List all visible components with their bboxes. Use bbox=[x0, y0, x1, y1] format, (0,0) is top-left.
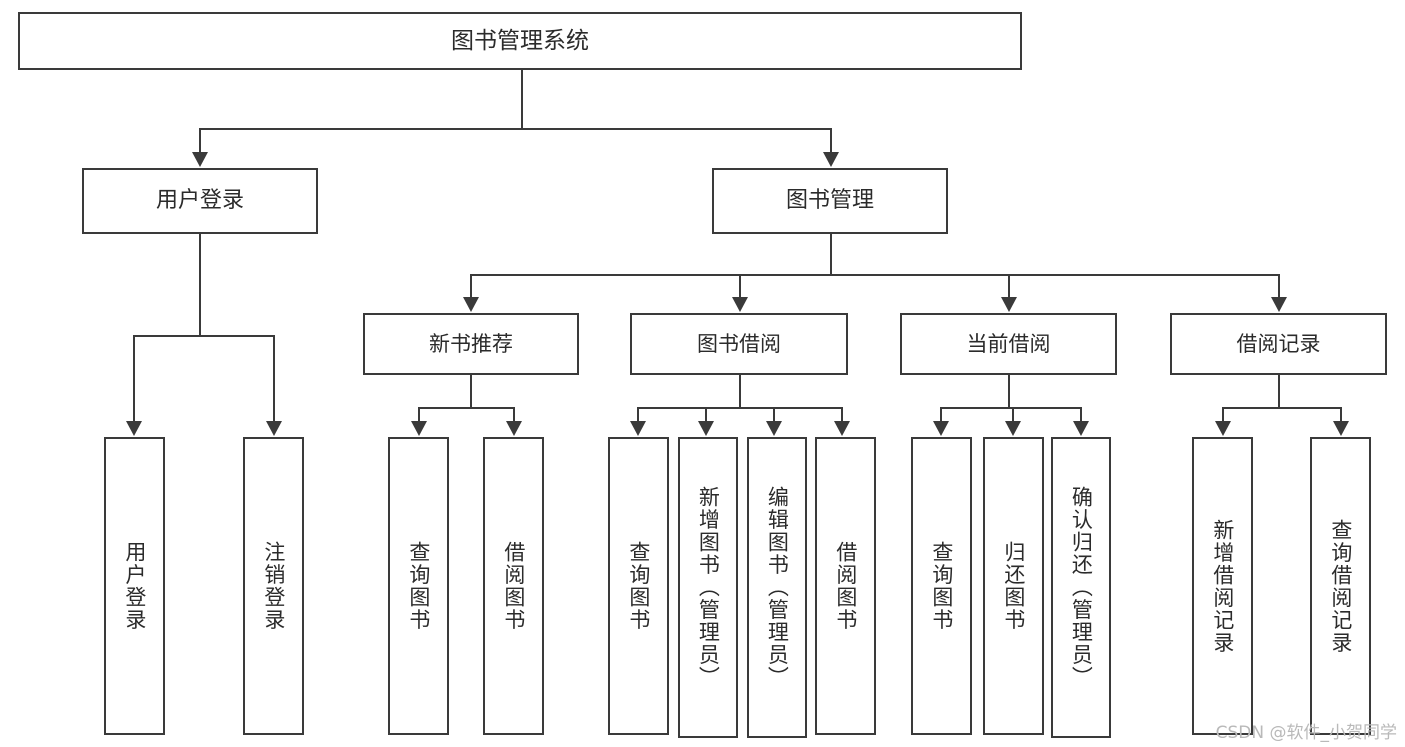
node-label: 编辑图书（管理员） bbox=[765, 486, 790, 689]
node-new-book-recommend[interactable]: 新书推荐 bbox=[363, 313, 579, 375]
connector-book-borrow-bus bbox=[637, 407, 841, 409]
connector-borrow-to-leaf-3 bbox=[773, 407, 775, 422]
connector-root-stem bbox=[521, 70, 523, 128]
connector-records-to-leaf-2 bbox=[1340, 407, 1342, 422]
arrowhead-borrow-to-leaf-4 bbox=[834, 421, 850, 436]
connector-root-to-book-manage bbox=[830, 128, 832, 153]
leaf-logout[interactable]: 注销登录 bbox=[243, 437, 304, 735]
arrowhead-borrow-to-leaf-1 bbox=[630, 421, 646, 436]
leaf-confirm-return-admin[interactable]: 确认归还（管理员） bbox=[1051, 437, 1111, 738]
connector-current-to-leaf-1 bbox=[940, 407, 942, 422]
connector-new-books-bus bbox=[418, 407, 514, 409]
arrowhead-bm-to-current-borrow bbox=[1001, 297, 1017, 312]
connector-current-borrow-stem bbox=[1008, 375, 1010, 407]
arrowhead-new-books-to-leaf-1 bbox=[411, 421, 427, 436]
node-current-borrow[interactable]: 当前借阅 bbox=[900, 313, 1117, 375]
node-book-borrow[interactable]: 图书借阅 bbox=[630, 313, 848, 375]
node-label: 当前借阅 bbox=[966, 331, 1051, 356]
arrowhead-borrow-to-leaf-3 bbox=[766, 421, 782, 436]
node-label: 借阅图书 bbox=[833, 541, 858, 631]
connector-new-books-stem bbox=[470, 375, 472, 407]
arrowhead-bm-to-records bbox=[1271, 297, 1287, 312]
connector-root-bus bbox=[199, 128, 832, 130]
arrowhead-new-books-to-leaf-2 bbox=[506, 421, 522, 436]
arrowhead-borrow-to-leaf-2 bbox=[698, 421, 714, 436]
arrowhead-root-to-user-login bbox=[192, 152, 208, 167]
leaf-query-books-current[interactable]: 查询图书 bbox=[911, 437, 972, 735]
connector-user-login-stem bbox=[199, 234, 201, 335]
node-label: 注销登录 bbox=[261, 541, 286, 631]
connector-book-management-stem bbox=[830, 234, 832, 274]
leaf-add-book-admin[interactable]: 新增图书（管理员） bbox=[678, 437, 738, 738]
arrowhead-bm-to-new-books bbox=[463, 297, 479, 312]
node-label: 查询图书 bbox=[626, 541, 651, 631]
leaf-return-books[interactable]: 归还图书 bbox=[983, 437, 1044, 735]
node-label: 新书推荐 bbox=[429, 331, 513, 356]
node-label: 查询图书 bbox=[406, 541, 431, 631]
node-label: 借阅图书 bbox=[501, 541, 526, 631]
arrowhead-records-to-leaf-2 bbox=[1333, 421, 1349, 436]
node-borrow-records[interactable]: 借阅记录 bbox=[1170, 313, 1387, 375]
node-label: 图书管理 bbox=[785, 188, 874, 214]
arrowhead-current-to-leaf-3 bbox=[1073, 421, 1089, 436]
connector-new-books-to-leaf-2 bbox=[513, 407, 515, 422]
leaf-query-books-borrow[interactable]: 查询图书 bbox=[608, 437, 669, 735]
arrowhead-root-to-book-manage bbox=[823, 152, 839, 167]
connector-user-login-to-leaf-2 bbox=[273, 335, 275, 422]
node-label: 用户登录 bbox=[122, 541, 147, 631]
connector-borrow-to-leaf-4 bbox=[841, 407, 843, 422]
node-label: 查询借阅记录 bbox=[1328, 518, 1353, 654]
node-label: 确认归还（管理员） bbox=[1069, 486, 1094, 689]
connector-new-books-to-leaf-1 bbox=[418, 407, 420, 422]
connector-user-login-to-leaf-1 bbox=[133, 335, 135, 422]
connector-records-to-leaf-1 bbox=[1222, 407, 1224, 422]
connector-root-to-user-login bbox=[199, 128, 201, 153]
leaf-query-borrow-record[interactable]: 查询借阅记录 bbox=[1310, 437, 1371, 735]
leaf-add-borrow-record[interactable]: 新增借阅记录 bbox=[1192, 437, 1253, 735]
node-label: 查询图书 bbox=[929, 541, 954, 631]
node-label: 新增图书（管理员） bbox=[696, 486, 721, 689]
node-label: 图书借阅 bbox=[697, 331, 781, 356]
node-label: 归还图书 bbox=[1001, 541, 1026, 631]
arrowhead-user-login-to-leaf-2 bbox=[266, 421, 282, 436]
node-book-management[interactable]: 图书管理 bbox=[712, 168, 948, 234]
node-system-root[interactable]: 图书管理系统 bbox=[18, 12, 1022, 70]
connector-bm-to-current-borrow bbox=[1008, 274, 1010, 298]
leaf-borrow-books-recommend[interactable]: 借阅图书 bbox=[483, 437, 544, 735]
node-label: 用户登录 bbox=[155, 188, 244, 214]
leaf-edit-book-admin[interactable]: 编辑图书（管理员） bbox=[747, 437, 807, 738]
node-label: 借阅记录 bbox=[1236, 331, 1321, 356]
connector-current-borrow-bus bbox=[940, 407, 1080, 409]
arrowhead-current-to-leaf-1 bbox=[933, 421, 949, 436]
connector-current-to-leaf-3 bbox=[1080, 407, 1082, 422]
node-label: 图书管理系统 bbox=[451, 27, 589, 54]
connector-bm-to-borrow bbox=[739, 274, 741, 298]
connector-book-management-bus bbox=[470, 274, 1278, 276]
connector-records-bus bbox=[1222, 407, 1340, 409]
arrowhead-records-to-leaf-1 bbox=[1215, 421, 1231, 436]
leaf-user-login[interactable]: 用户登录 bbox=[104, 437, 165, 735]
arrowhead-user-login-to-leaf-1 bbox=[126, 421, 142, 436]
arrowhead-current-to-leaf-2 bbox=[1005, 421, 1021, 436]
connector-bm-to-new-books bbox=[470, 274, 472, 298]
connector-user-login-bus bbox=[133, 335, 273, 337]
node-user-login[interactable]: 用户登录 bbox=[82, 168, 318, 234]
connector-bm-to-records bbox=[1278, 274, 1280, 298]
leaf-borrow-books[interactable]: 借阅图书 bbox=[815, 437, 876, 735]
connector-records-stem bbox=[1278, 375, 1280, 407]
connector-borrow-to-leaf-2 bbox=[705, 407, 707, 422]
connector-borrow-to-leaf-1 bbox=[637, 407, 639, 422]
leaf-query-books-recommend[interactable]: 查询图书 bbox=[388, 437, 449, 735]
node-label: 新增借阅记录 bbox=[1210, 518, 1235, 654]
connector-book-borrow-stem bbox=[739, 375, 741, 407]
connector-current-to-leaf-2 bbox=[1012, 407, 1014, 422]
arrowhead-bm-to-borrow bbox=[732, 297, 748, 312]
